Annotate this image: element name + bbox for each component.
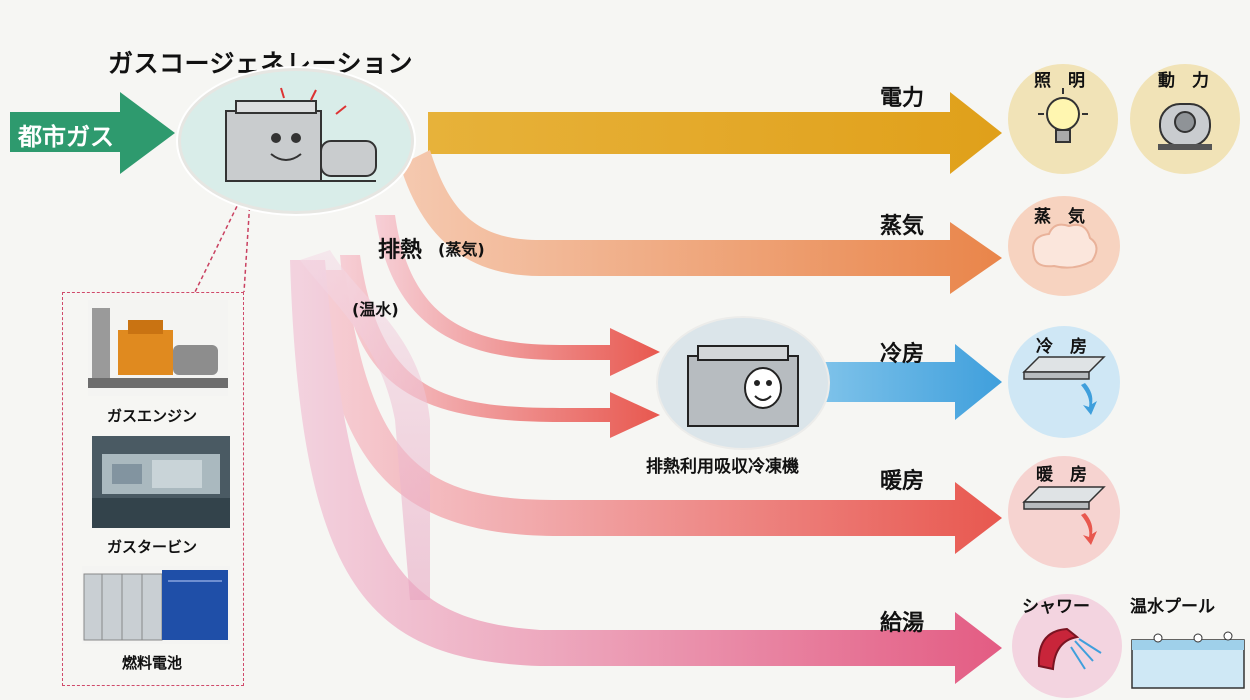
shower-destination — [1012, 594, 1122, 698]
chiller-label: 排熱利用吸収冷凍機 — [646, 457, 799, 477]
gas-input-arrow — [10, 92, 175, 174]
gas-turbine-image — [92, 436, 230, 528]
hot-water-supply-label: 給湯 — [880, 611, 925, 636]
air-conditioner-icon — [1022, 356, 1106, 415]
cooling-arrow — [820, 344, 1002, 420]
exhaust-heat-label: 排熱 — [378, 238, 423, 263]
cooling-dest-label: 冷 房 — [1036, 337, 1087, 357]
fuel-cell-image — [82, 566, 230, 644]
pool-icon — [1131, 631, 1245, 689]
light-bulb-icon — [1038, 88, 1088, 143]
city-gas-label: 都市ガス — [18, 123, 114, 151]
heating-destination — [1008, 456, 1120, 568]
absorption-chiller-illustration — [656, 316, 830, 450]
steam-flow-label: 蒸気 — [880, 214, 925, 239]
cooling-flow-label: 冷房 — [880, 342, 925, 367]
steam-destination — [1008, 196, 1120, 296]
heater-icon — [1022, 486, 1106, 545]
electricity-label: 電力 — [880, 86, 925, 111]
gas-engine-image — [88, 300, 228, 396]
motor-icon — [1158, 103, 1212, 150]
generator-icon — [225, 87, 377, 182]
power-destination — [1130, 64, 1240, 174]
shower-label: シャワー — [1022, 597, 1090, 617]
heating-arrow — [315, 270, 1002, 554]
power-label: 動 力 — [1158, 71, 1209, 91]
hot-water-paren-label: (温水) — [352, 300, 399, 319]
steam-dest-label: 蒸 気 — [1034, 207, 1085, 227]
cogeneration-unit-illustration — [178, 68, 414, 214]
cooling-destination — [1008, 326, 1120, 438]
heating-flow-label: 暖房 — [880, 469, 925, 494]
equipment-label: ガスエンジン — [106, 407, 197, 425]
steam-cloud-icon — [1032, 223, 1098, 269]
electricity-arrow — [428, 92, 1002, 174]
steam-paren-label: (蒸気) — [438, 240, 485, 259]
shower-icon — [1037, 627, 1102, 671]
steam-arrow — [400, 150, 1002, 294]
heating-dest-label: 暖 房 — [1036, 465, 1087, 485]
pool-label: 温水プール — [1130, 597, 1215, 617]
equipment-label: 燃料電池 — [121, 654, 182, 672]
equipment-box — [62, 292, 244, 686]
pool-destination — [1128, 620, 1248, 692]
chiller-icon — [687, 345, 799, 427]
equipment-label: ガスタービン — [106, 538, 197, 556]
hot-water-arrow — [290, 260, 1002, 684]
chiller-in-arrow-upper — [375, 215, 660, 376]
lighting-label: 照 明 — [1034, 71, 1085, 91]
lighting-destination — [1008, 64, 1118, 174]
